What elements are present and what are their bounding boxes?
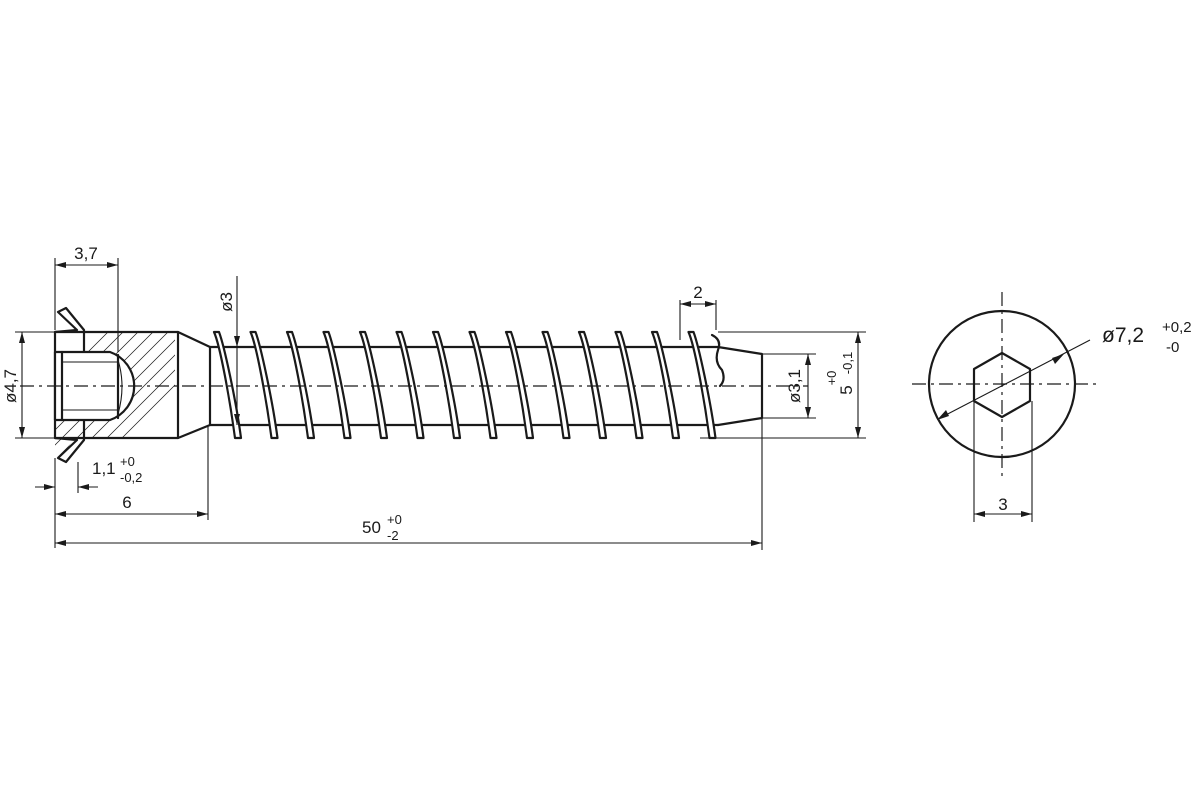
hex-socket — [972, 351, 1032, 419]
dim-outer-diameter-value: 5 — [837, 385, 856, 394]
dim-outer-tol-plus: +0 — [824, 371, 839, 386]
thread-turns — [212, 330, 717, 440]
dim-head-diameter: ø4,7 — [1, 369, 20, 403]
dim-end-diameter-value: ø7,2 — [1102, 324, 1144, 347]
dim-outer-tol-minus: -0,1 — [840, 352, 855, 374]
dim-total-length: 50 — [362, 518, 381, 537]
screw-end-view — [912, 292, 1098, 522]
dim-head-length: 3,7 — [74, 244, 98, 263]
dim-end-tol-plus: +0,2 — [1162, 319, 1192, 336]
dim-recess-value: 1,1 — [92, 459, 116, 478]
thread-turn — [577, 330, 608, 440]
dim-recess-tol-minus: -0,2 — [120, 470, 142, 485]
screw-side-view — [53, 306, 764, 464]
thread-turn — [504, 330, 535, 440]
thread-turn — [358, 330, 389, 440]
dimension-lines — [15, 258, 866, 550]
dim-total-tol-plus: +0 — [387, 512, 402, 527]
thread-turn — [285, 330, 316, 440]
thread-turn — [212, 330, 243, 440]
dim-hex-size: 3 — [998, 495, 1007, 514]
dim-total-tol-minus: -2 — [387, 528, 399, 543]
dim-recess-tol-plus: +0 — [120, 454, 135, 469]
thread-turn — [541, 330, 571, 440]
dim-shank-length: 6 — [122, 493, 131, 512]
dim-tip-length: 2 — [693, 283, 702, 302]
thread-turn — [431, 330, 462, 440]
dim-thread-diameter: ø3 — [217, 292, 236, 312]
thread-turn — [322, 330, 352, 440]
thread-turn — [614, 330, 644, 440]
dim-tip-diameter: ø3,1 — [785, 369, 804, 403]
thread-turn — [650, 330, 681, 440]
thread-turn — [249, 330, 279, 440]
dimension-labels: 3,7 ø4,7 1,1 +0 -0,2 6 50 +0 -2 ø3 2 ø3,… — [1, 244, 1192, 543]
thread-turn — [468, 330, 498, 440]
thread-turn — [395, 330, 425, 440]
dim-end-tol-minus: -0 — [1166, 339, 1179, 356]
